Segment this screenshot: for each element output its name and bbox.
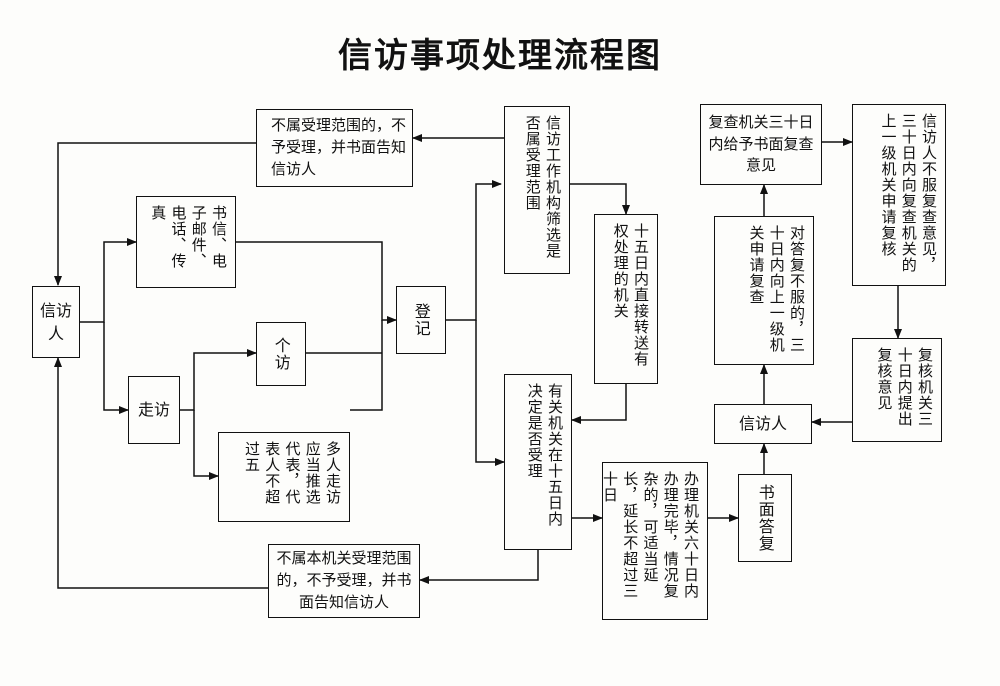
node-visitor: 信访人 [32, 286, 80, 358]
node-individual: 个访 [256, 322, 306, 386]
node-transfer: 十五日内直接转送有权处理的机关 [594, 214, 658, 384]
node-decide: 有关机关在十五日内决定是否受理 [504, 374, 572, 550]
node-not-in-scope: 不属受理范围的，不予受理，并书面告知信访人 [256, 109, 413, 187]
node-review-opinion: 复查机关三十日内给予书面复查意见 [700, 104, 822, 185]
arrow-reject-visitor [54, 142, 256, 286]
node-handle: 办理机关六十日内办理完毕，情况复杂的，可适当延长，延长不超过三十日 [601, 462, 708, 620]
node-appeal-again: 信访人不服复查意见，三十日内向复查机关的上一级机关申请复核 [852, 104, 946, 286]
arrow-screen-transfer [570, 183, 630, 215]
arrow-to-group [193, 410, 219, 480]
arrow-letters-register [236, 241, 397, 324]
node-written-reply: 书面答复 [738, 474, 792, 562]
node-visitor2: 信访人 [714, 404, 812, 444]
node-letters: 书信、电子邮件、电话、传真 [136, 196, 236, 288]
arrow-register-screen [446, 180, 502, 321]
arrow-to-walkin [103, 322, 129, 414]
arrow-to-individual [180, 349, 257, 411]
node-recheck: 复核机关三十日内提出复核意见 [852, 338, 942, 442]
node-register: 登记 [396, 286, 446, 354]
arrow-register-decide [475, 320, 505, 466]
arrow-decide-reject [419, 550, 539, 584]
node-walkin: 走访 [128, 376, 180, 444]
arrow-visitor-branch [80, 238, 137, 323]
node-group: 多人走访应当推选代表，代表人不超过五 [218, 432, 350, 522]
arrow-reject2-visitor [54, 357, 268, 589]
node-not-agency-scope: 不属本机关受理范围的，不予受理，并书面告知信访人 [268, 544, 420, 618]
node-dissatisfied: 对答复不服的，三十日内向上一级机关申请复查 [714, 216, 814, 365]
line-group [350, 320, 383, 411]
node-screen: 信访工作机构筛选是否属受理范围 [504, 106, 570, 274]
arrow-transfer-decide [571, 384, 627, 424]
page-title: 信访事项处理流程图 [338, 36, 662, 76]
